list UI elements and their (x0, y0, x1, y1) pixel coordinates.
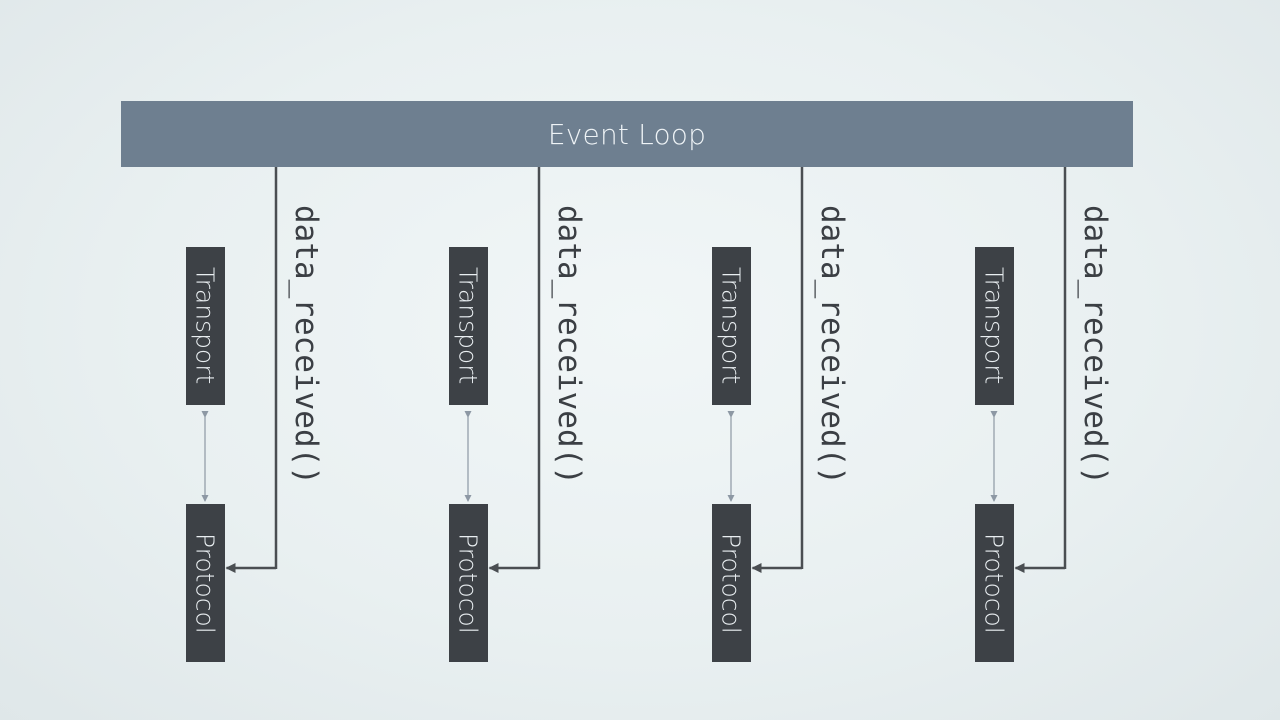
protocol-box: Protocol (711, 504, 751, 662)
transport-label: Transport (453, 267, 483, 385)
event-loop-label: Event Loop (547, 117, 707, 151)
protocol-box: Protocol (974, 504, 1014, 662)
protocol-label: Protocol (453, 532, 483, 634)
transport-box: Transport (711, 247, 751, 405)
protocol-label: Protocol (716, 532, 746, 634)
transport-label: Transport (190, 267, 220, 385)
transport-box: Transport (974, 247, 1014, 405)
protocol-box: Protocol (185, 504, 225, 662)
transport-box: Transport (448, 247, 488, 405)
data-received-label: data_received() (288, 205, 324, 485)
protocol-label: Protocol (979, 532, 1009, 634)
protocol-label: Protocol (190, 532, 220, 634)
event-loop-bar: Event Loop (121, 101, 1133, 167)
data-received-label: data_received() (551, 205, 587, 485)
transport-label: Transport (716, 267, 746, 385)
data-received-label: data_received() (814, 205, 850, 485)
transport-box: Transport (185, 247, 225, 405)
data-received-label: data_received() (1077, 205, 1113, 485)
protocol-box: Protocol (448, 504, 488, 662)
transport-label: Transport (979, 267, 1009, 385)
